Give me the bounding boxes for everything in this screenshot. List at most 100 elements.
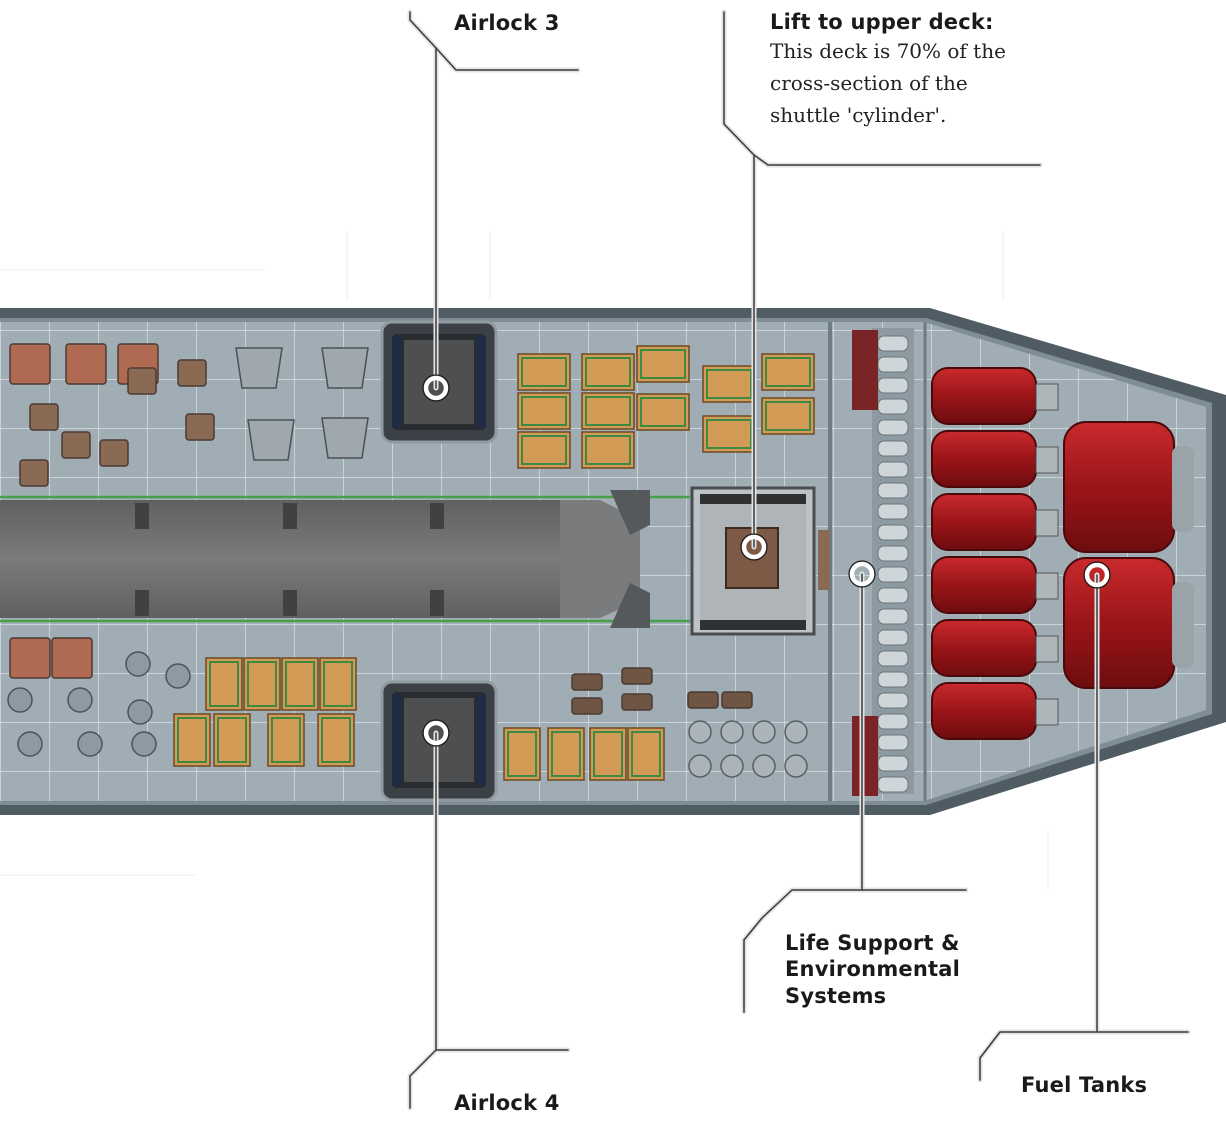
seat — [127, 699, 153, 725]
life-support-unit — [877, 335, 909, 352]
tank-pump — [1172, 446, 1194, 532]
life-support-marker — [849, 561, 875, 587]
console — [99, 439, 129, 467]
console — [127, 367, 157, 395]
console — [65, 343, 107, 385]
cargo-strap — [593, 731, 623, 777]
life-support-unit — [877, 482, 909, 499]
console — [687, 691, 719, 709]
cargo-crate — [517, 431, 571, 469]
cargo-crate — [517, 392, 571, 430]
cargo-strap — [521, 396, 567, 426]
console — [621, 693, 653, 711]
console — [19, 459, 49, 487]
machinery — [7, 343, 808, 778]
life-support-unit — [877, 524, 909, 541]
cargo-strap — [706, 419, 752, 449]
console — [29, 403, 59, 431]
console — [621, 667, 653, 685]
life-support-unit — [877, 629, 909, 646]
fuel-tanks-label: Fuel Tanks — [1021, 1073, 1148, 1097]
cargo-strap — [765, 401, 811, 431]
cargo-strap — [507, 731, 537, 777]
life-support-column — [852, 328, 914, 796]
seat — [7, 687, 33, 713]
life-support-unit — [877, 755, 909, 772]
console — [9, 637, 51, 679]
life-support-unit — [877, 398, 909, 415]
cargo-strap — [217, 717, 247, 763]
console — [9, 343, 51, 385]
fuel-tank-small — [931, 430, 1037, 488]
terminal — [321, 347, 369, 389]
cargo-strap — [551, 731, 581, 777]
cargo-crate — [317, 713, 355, 767]
lift-label: Lift to upper deck: — [770, 10, 994, 34]
cargo-strap — [585, 357, 631, 387]
fuel-tank-small — [931, 367, 1037, 425]
seat — [720, 754, 744, 778]
seat — [688, 720, 712, 744]
terminal — [321, 417, 369, 459]
life-support-label-line: Systems — [785, 983, 887, 1008]
cargo-strap — [323, 661, 353, 707]
lift-description-line: This deck is 70% of the — [770, 39, 1006, 64]
cargo-strap — [521, 357, 567, 387]
seat — [784, 754, 808, 778]
life-support-unit — [877, 587, 909, 604]
life-support-unit — [877, 650, 909, 667]
cargo-crate — [267, 713, 305, 767]
life-support-unit — [877, 566, 909, 583]
life-support-unit — [877, 692, 909, 709]
cargo-strap — [706, 369, 752, 399]
tank-valve — [1035, 635, 1059, 663]
life-support-unit — [877, 377, 909, 394]
fuel-tanks-marker — [1084, 562, 1110, 588]
airlock-4-label: Airlock 4 — [454, 1091, 560, 1115]
cargo-strap — [321, 717, 351, 763]
airlock-4-marker — [423, 720, 449, 746]
seat — [125, 651, 151, 677]
seat — [77, 731, 103, 757]
cargo-strap — [640, 349, 686, 379]
seat — [17, 731, 43, 757]
callout-markers — [423, 375, 1110, 746]
life-support-unit — [877, 461, 909, 478]
cargo-crate — [243, 657, 281, 711]
life-support-label-line: Life Support & — [785, 931, 960, 955]
tank-valve — [1035, 572, 1059, 600]
cargo-strap — [177, 717, 207, 763]
life-support-unit — [877, 776, 909, 793]
life-support-unit — [877, 356, 909, 373]
cargo-crate — [702, 415, 756, 453]
seat — [165, 663, 191, 689]
cargo-crate — [636, 393, 690, 431]
cargo-crate — [761, 353, 815, 391]
console — [177, 359, 207, 387]
life-support-unit — [877, 734, 909, 751]
seat — [720, 720, 744, 744]
life-support-unit — [877, 713, 909, 730]
fuel-tank-large — [1063, 557, 1175, 689]
cargo-crate — [581, 353, 635, 391]
fuel-tank-small — [931, 682, 1037, 740]
guide-lines — [0, 230, 1049, 890]
fuel-tank-small — [931, 493, 1037, 551]
cargo-crate — [319, 657, 357, 711]
seat — [784, 720, 808, 744]
tank-valve — [1035, 446, 1059, 474]
seat — [688, 754, 712, 778]
cargo-strap — [585, 435, 631, 465]
terminal — [247, 419, 295, 461]
lift-marker — [741, 534, 767, 560]
cargo-crate — [581, 392, 635, 430]
cargo-crate — [213, 713, 251, 767]
console — [61, 431, 91, 459]
cargo-crate — [636, 345, 690, 383]
cargo-crate — [589, 727, 627, 781]
console — [571, 697, 603, 715]
terminal — [235, 347, 283, 389]
life-support-label: Life Support & Environmental Systems — [785, 930, 960, 1009]
cargo-crate — [627, 727, 665, 781]
cargo-strap — [271, 717, 301, 763]
